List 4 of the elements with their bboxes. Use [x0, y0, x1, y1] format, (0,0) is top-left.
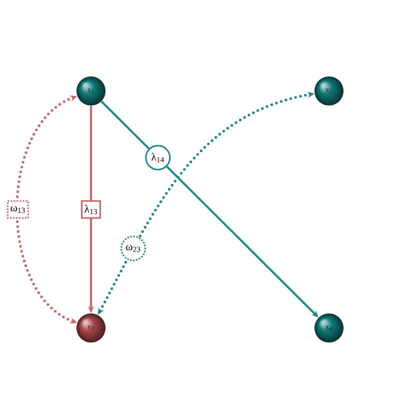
edge-label: ω$_{13}$ [6, 200, 30, 219]
edge-label: λ$_{14}$ [145, 144, 171, 170]
edge-label: ω$_{23}$ [120, 236, 146, 262]
edge-label: λ$_{13}$ [81, 200, 101, 219]
